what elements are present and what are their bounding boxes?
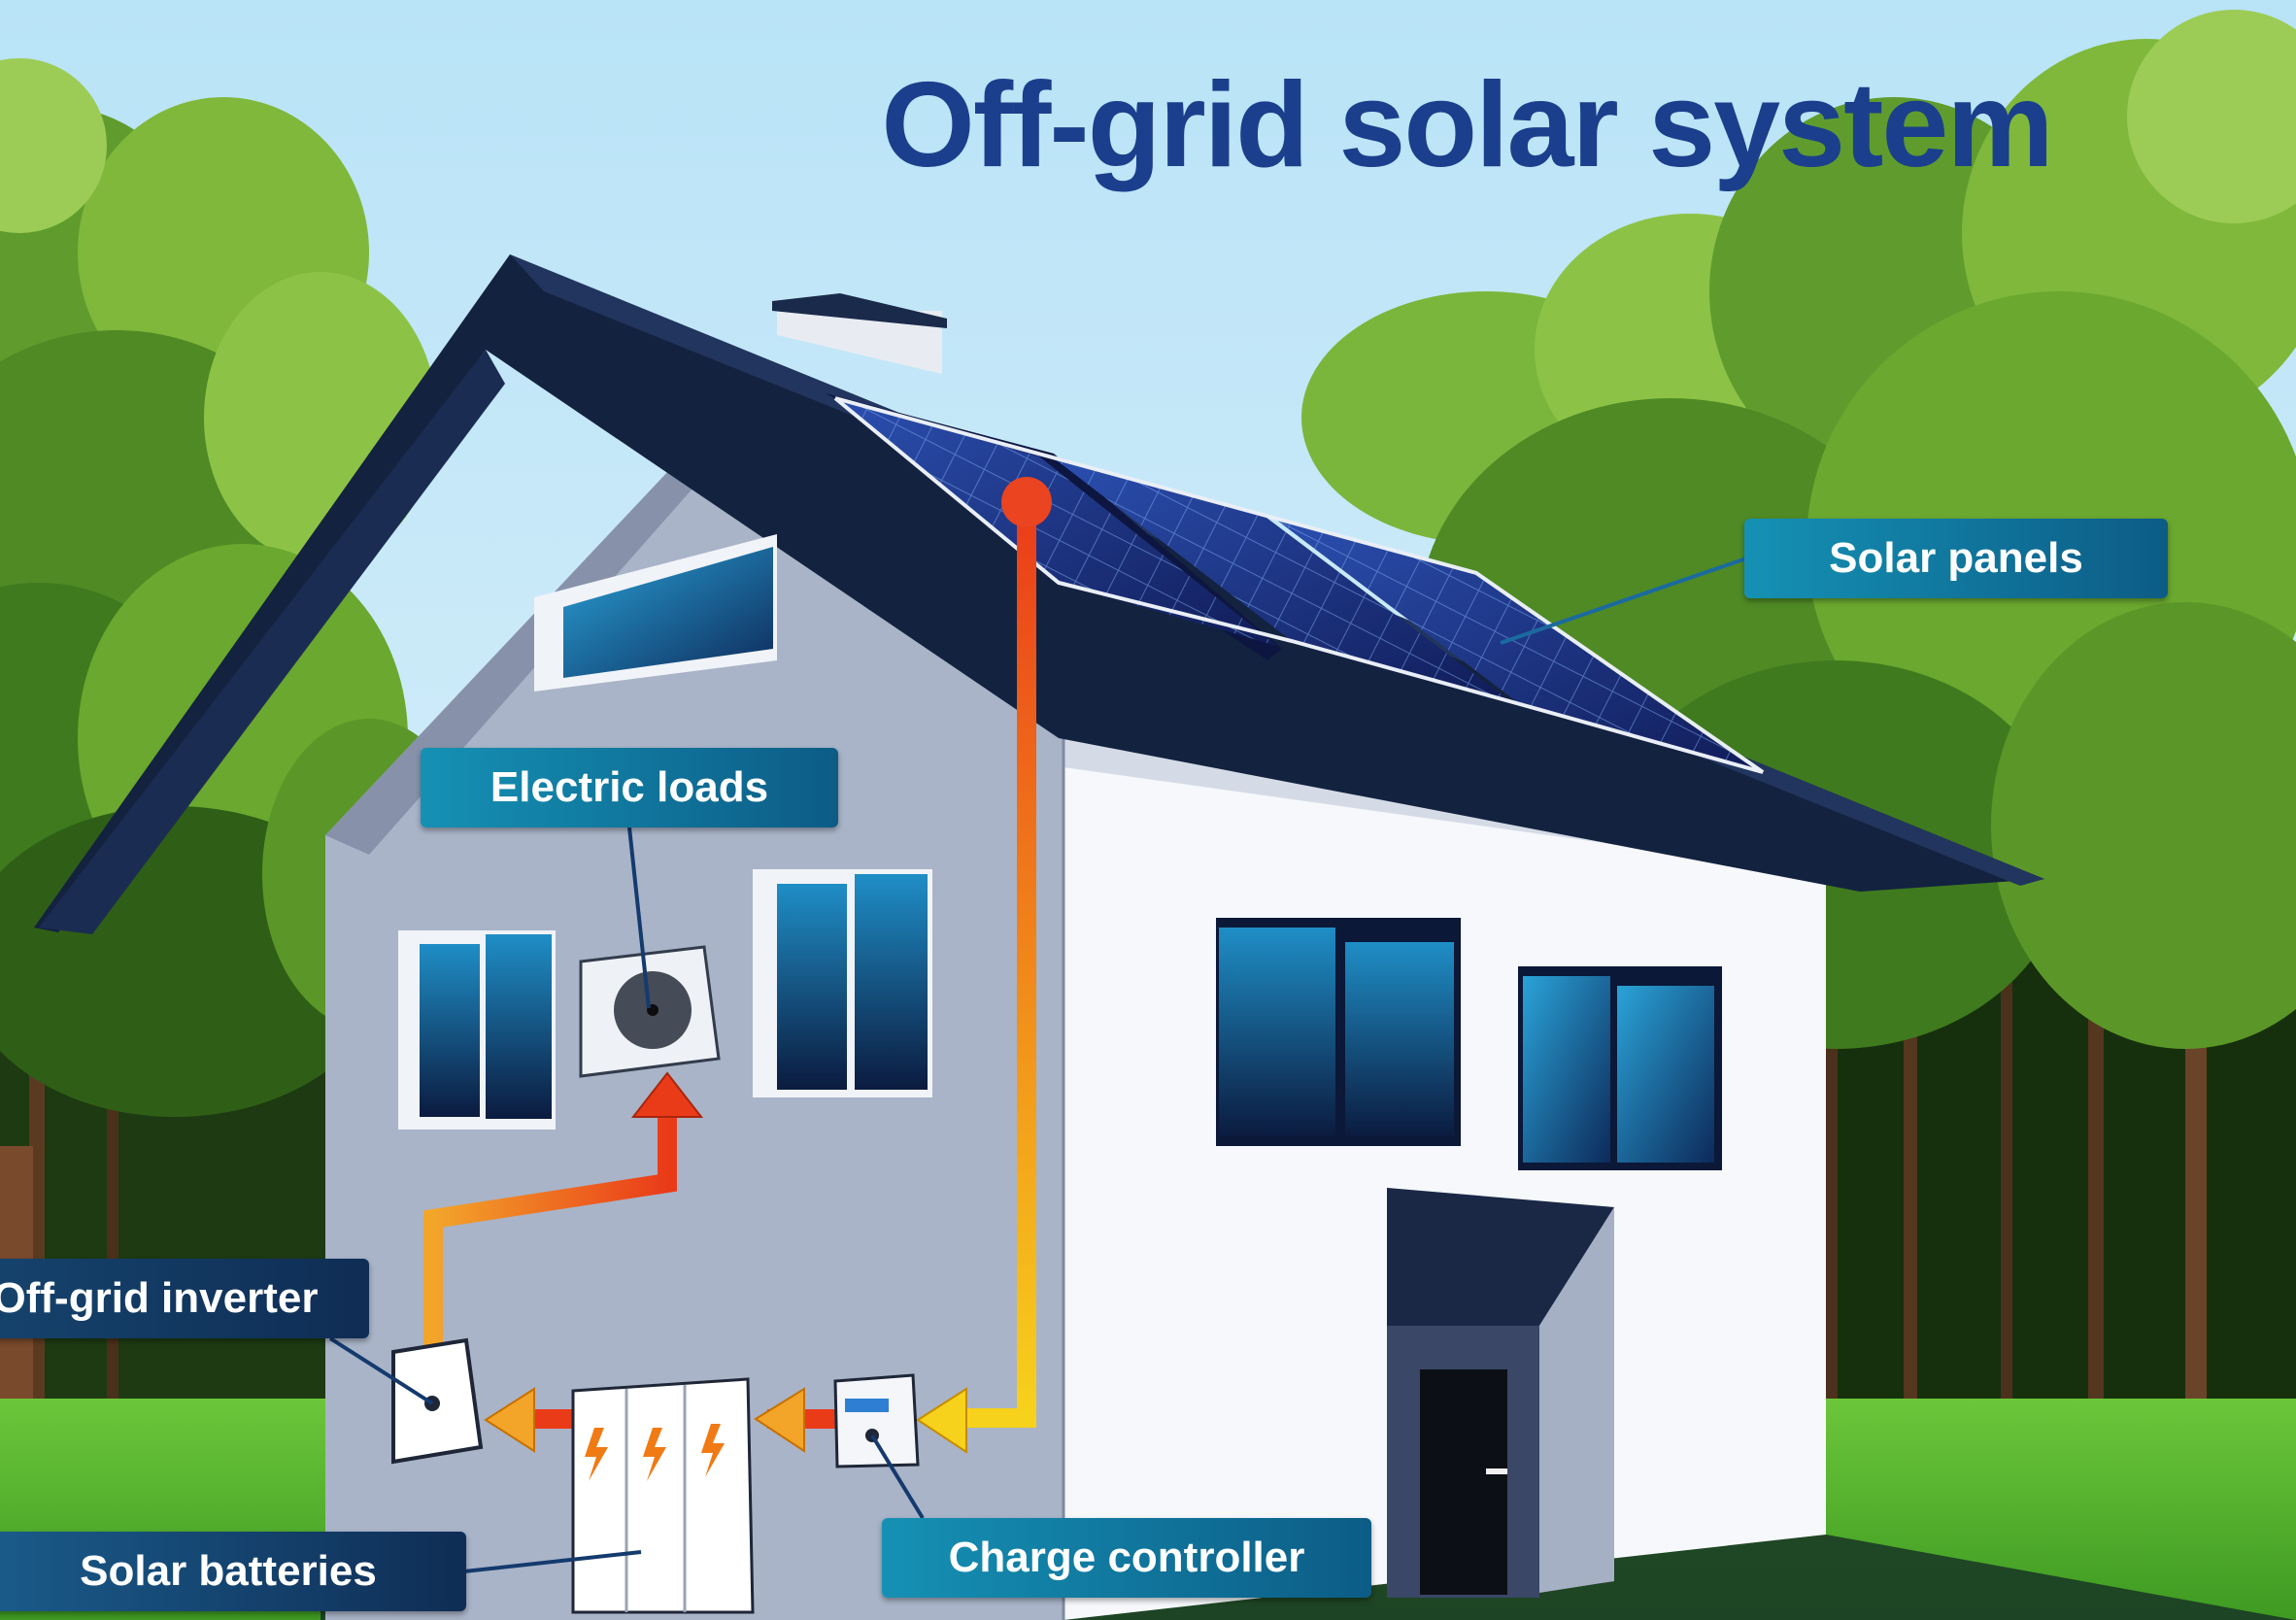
inverter-device xyxy=(391,1337,484,1465)
leader-controller xyxy=(870,1434,925,1520)
trees-right xyxy=(1301,10,2296,1418)
label-solar-panels: Solar panels xyxy=(1744,519,2168,598)
leader-inverter xyxy=(328,1336,434,1405)
window-left-1 xyxy=(398,930,556,1130)
flow-inverter-to-loads xyxy=(423,1096,677,1345)
window-left-2 xyxy=(753,869,932,1097)
battery-bank xyxy=(571,1377,755,1614)
label-off-grid-inverter: Off-grid inverter xyxy=(0,1259,369,1338)
leader-electric-loads xyxy=(627,827,651,1009)
gable-window xyxy=(534,534,777,692)
diagram-title: Off-grid solar system xyxy=(881,58,2053,192)
label-charge-controller: Charge controller xyxy=(882,1518,1371,1598)
flow-pv-to-controller xyxy=(952,500,1036,1428)
window-right-2 xyxy=(1518,966,1722,1170)
arrow-to-loads xyxy=(630,1071,704,1118)
label-electric-loads: Electric loads xyxy=(421,748,838,827)
solar-panel-array xyxy=(826,393,1765,774)
front-door xyxy=(1387,1188,1614,1598)
arrow-to-inverter xyxy=(484,1387,535,1453)
window-right-1 xyxy=(1216,918,1461,1146)
label-solar-batteries: Solar batteries xyxy=(0,1532,466,1611)
charge-controller-device xyxy=(833,1373,920,1468)
leader-batteries xyxy=(463,1550,642,1573)
leader-solar-panels xyxy=(1500,557,1747,645)
pv-junction xyxy=(1001,477,1052,527)
arrow-to-controller xyxy=(916,1387,967,1454)
chimney xyxy=(772,293,947,374)
roof xyxy=(34,254,2044,932)
ac-unit xyxy=(579,945,721,1078)
arrow-to-batteries xyxy=(754,1387,805,1453)
